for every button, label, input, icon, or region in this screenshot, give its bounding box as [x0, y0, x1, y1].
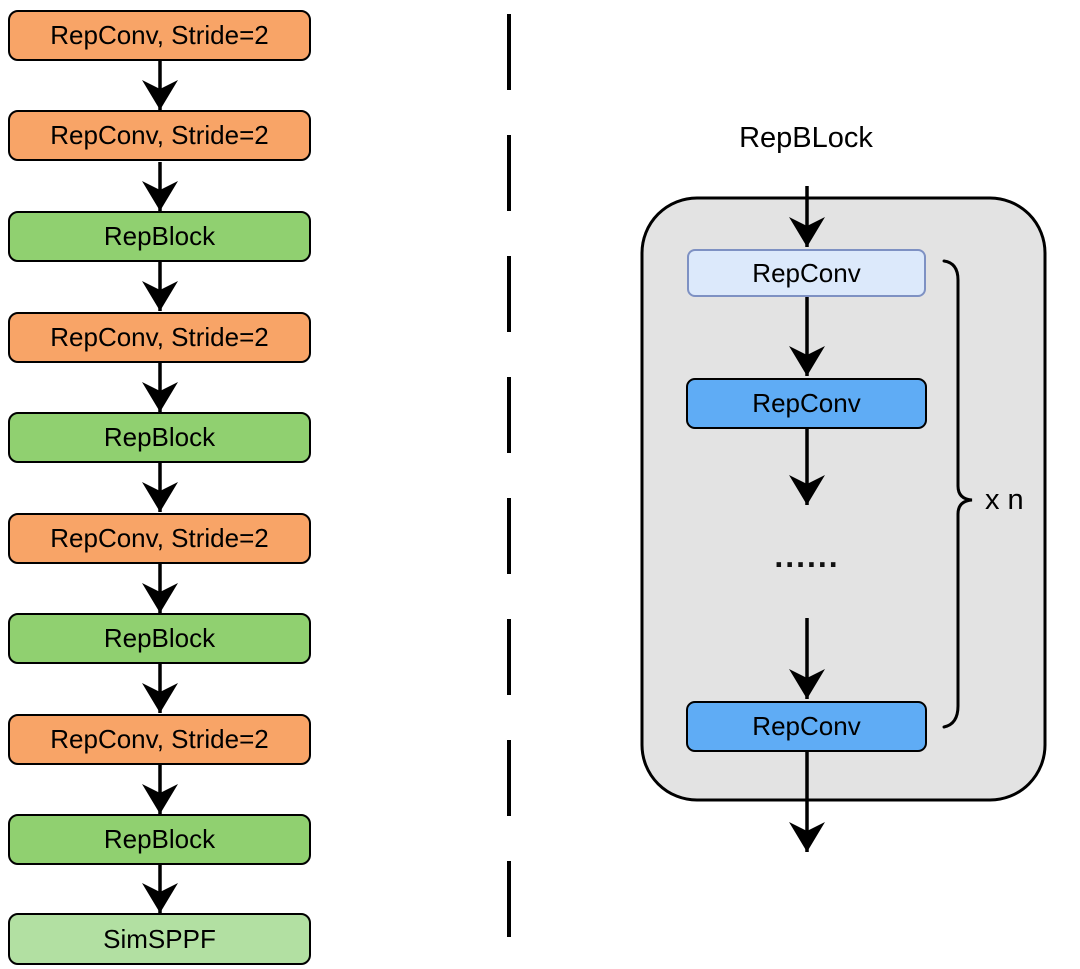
backbone-node-repconv-1: RepConv, Stride=2 [8, 10, 311, 61]
detail-title: RepBLock [739, 122, 873, 154]
backbone-node-repconv-5: RepConv, Stride=2 [8, 714, 311, 765]
backbone-node-repconv-3: RepConv, Stride=2 [8, 312, 311, 363]
detail-node-repconv-middle: RepConv [686, 378, 927, 429]
backbone-node-repblock-1: RepBlock [8, 211, 311, 262]
repeat-count-label: x n [985, 484, 1024, 516]
backbone-node-repconv-4: RepConv, Stride=2 [8, 513, 311, 564]
detail-node-repconv-first: RepConv [687, 249, 926, 297]
backbone-node-repblock-3: RepBlock [8, 613, 311, 664]
backbone-node-simsppf: SimSPPF [8, 913, 311, 965]
detail-node-repconv-last: RepConv [686, 701, 927, 752]
ellipsis-dots: ...... [774, 538, 840, 574]
repeat-brace [942, 259, 973, 729]
backbone-node-repblock-2: RepBlock [8, 412, 311, 463]
repblock-container [640, 196, 1047, 802]
backbone-node-repconv-2: RepConv, Stride=2 [8, 110, 311, 161]
backbone-node-repblock-4: RepBlock [8, 814, 311, 865]
